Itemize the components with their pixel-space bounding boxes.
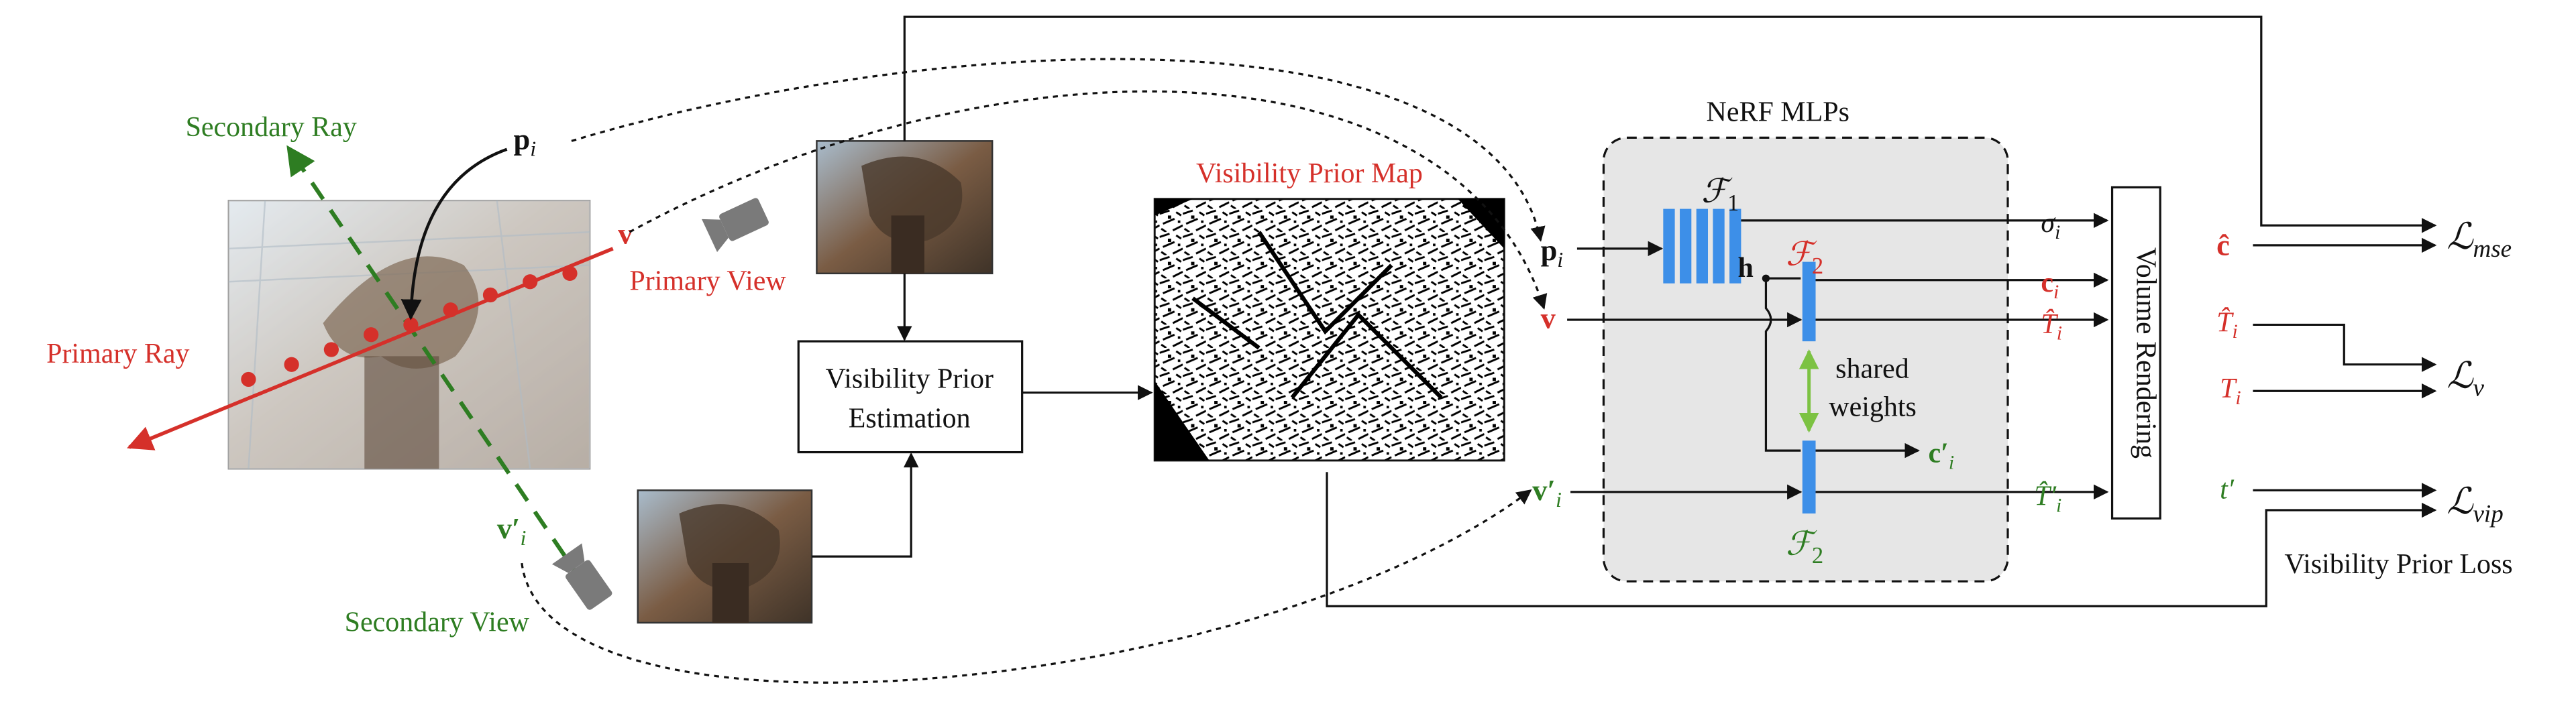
out-T-hat-i-label: T̂i <box>2216 306 2238 343</box>
out-t-prime-label: t′ <box>2220 475 2235 505</box>
shared-weights-line1: shared <box>1835 353 1909 384</box>
volume-rendering-box <box>2110 186 2161 520</box>
f2-bottom-label: ℱ2 <box>1786 526 1823 568</box>
h-label: h <box>1737 253 1753 284</box>
nerf-mlps-panel <box>1602 136 2009 583</box>
v-label-scene: v <box>618 217 633 250</box>
secondary-camera-icon <box>551 543 612 610</box>
p-i-label: pi <box>514 123 537 161</box>
visibility-prior-map-title: Visibility Prior Map <box>1196 158 1423 189</box>
arrow-That-to-lv <box>2253 323 2437 372</box>
p-i-input-label: pi <box>1541 233 1564 272</box>
primary-ray-samples <box>241 265 578 387</box>
primary-view-label: Primary View <box>629 266 786 297</box>
loss-v-label: ℒv <box>2447 355 2484 402</box>
c-prime-i-label: c′i <box>1928 438 1954 473</box>
f2-bottom-bar <box>1802 440 1816 514</box>
dotted-pi-to-mlp <box>571 58 1546 242</box>
visibility-prior-loss-label: Visibility Prior Loss <box>2284 549 2512 580</box>
primary-ray-label: Primary Ray <box>46 339 189 369</box>
visibility-prior-map-image <box>1153 198 1505 462</box>
shared-weights-line2: weights <box>1829 391 1917 422</box>
out-T-i-label: Ti <box>2220 373 2241 409</box>
T-hat-i-label: T̂i <box>2041 308 2062 345</box>
T-hat-prime-i-label: T̂′i <box>2034 481 2061 517</box>
map-to-lvip-line <box>1326 472 2437 607</box>
v-prime-i-label-scene: v′i <box>497 511 527 550</box>
secondary-view-thumbnail <box>637 489 813 624</box>
scene-photo <box>227 199 591 470</box>
primary-view-thumbnail <box>816 140 994 275</box>
secondary-ray-line <box>286 145 585 585</box>
f1-mlp-block <box>1663 208 1741 284</box>
nerf-mlps-title: NeRF MLPs <box>1707 97 1849 128</box>
primary-camera-icon <box>702 198 769 253</box>
secondary-view-label: Secondary View <box>345 607 530 638</box>
arrow-secondary-to-estimation <box>812 452 919 558</box>
v-input-label: v <box>1541 301 1556 335</box>
c-hat-label: ĉ <box>2216 229 2230 262</box>
h-feature-path <box>1764 277 1801 452</box>
sigma-i-label: σi <box>2041 208 2060 243</box>
c-i-label: ci <box>2041 267 2059 303</box>
visibility-prior-estimation-box <box>797 340 1024 454</box>
p-i-pointer <box>400 147 508 320</box>
volume-rendering-label: Volume Rendering <box>2131 247 2161 459</box>
visibility-prior-estimation-line1: Visibility Prior <box>825 363 994 394</box>
secondary-ray-label: Secondary Ray <box>186 112 357 143</box>
f2-top-bar <box>1802 261 1816 342</box>
v-prime-input-label: v′i <box>1532 473 1562 511</box>
loss-vip-label: ℒvip <box>2447 481 2503 528</box>
loss-mse-label: ℒmse <box>2447 217 2512 263</box>
top-loop-to-lmse <box>903 15 2437 233</box>
dotted-vprime-to-mlp <box>521 489 1532 684</box>
visibility-prior-estimation-line2: Estimation <box>849 404 971 434</box>
